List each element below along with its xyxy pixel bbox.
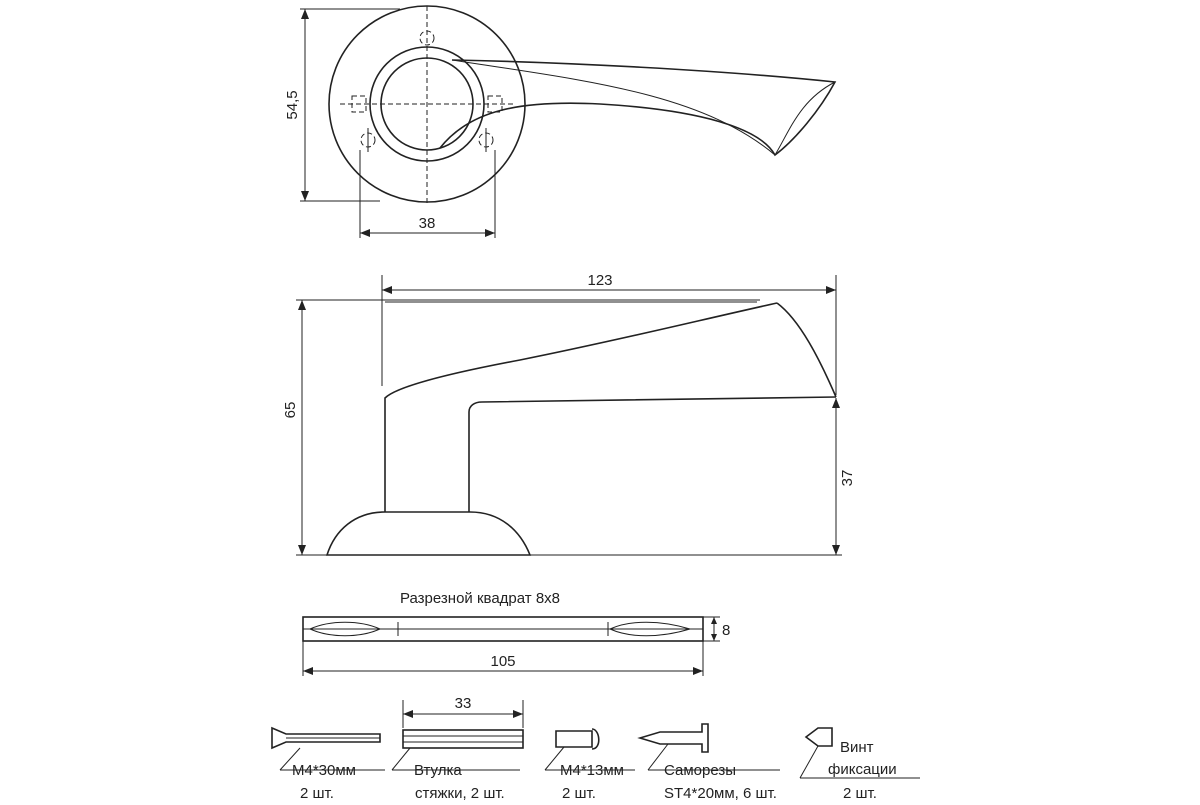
side-view: 123 65 37	[282, 272, 856, 556]
side-rosette	[325, 511, 532, 556]
spindle-spring-left	[308, 621, 382, 637]
parts-section: M4*30мм 2 шт. 33 Втулка стяжки, 2 шт. M4…	[271, 695, 920, 802]
part-screw-m4x13: M4*13мм 2 шт.	[544, 728, 635, 802]
part-label-2: Втулка	[414, 762, 462, 779]
dim-spindle-length-label: 105	[490, 653, 515, 670]
dim-side-axis: 37	[530, 398, 856, 556]
part-label-3: M4*13мм	[560, 762, 624, 779]
dim-top-height-label: 54,5	[284, 90, 301, 119]
dim-side-axis-label: 37	[839, 470, 856, 487]
part-qty-5: 2 шт.	[843, 785, 877, 800]
dim-side-height-label: 65	[282, 402, 299, 419]
part-set-screw: Винт фиксации 2 шт.	[799, 727, 920, 802]
top-view: 54,5 38	[284, 5, 837, 238]
part-label-1: M4*30мм	[292, 762, 356, 779]
part-screw-m4x30: M4*30мм 2 шт.	[271, 726, 385, 802]
dim-spindle-size: 8	[703, 616, 730, 642]
dim-spindle-length: 105	[302, 641, 704, 676]
screw-holes	[351, 30, 503, 152]
dim-top-width: 38	[359, 150, 496, 238]
part-qty-1: 2 шт.	[300, 785, 334, 800]
part-label-4: Саморезы	[664, 762, 736, 779]
part-self-tapping-screw: Саморезы ST4*20мм, 6 шт.	[637, 723, 780, 802]
side-lever-bottom	[468, 396, 837, 512]
lever-edge	[451, 59, 776, 156]
part-sleeve: 33 Втулка стяжки, 2 шт.	[391, 695, 524, 802]
dim-side-length-label: 123	[587, 272, 612, 289]
part-qty-2: стяжки, 2 шт.	[415, 785, 505, 800]
side-neck	[384, 302, 778, 512]
part-qty-4: ST4*20мм, 6 шт.	[664, 785, 777, 800]
part-qty-3: 2 шт.	[562, 785, 596, 800]
spindle-spring-right	[608, 621, 692, 637]
part-label-5b: фиксации	[828, 761, 897, 778]
dim-top-width-label: 38	[419, 215, 436, 232]
spindle-section: Разрезной квадрат 8х8 8 105	[302, 590, 730, 676]
spindle-title: Разрезной квадрат 8х8	[400, 590, 560, 607]
dim-spindle-size-label: 8	[722, 622, 730, 639]
dim-sleeve-label: 33	[455, 695, 472, 712]
dim-side-length: 123	[381, 272, 837, 395]
lever-tip-curve	[774, 81, 836, 156]
dim-top-height: 54,5	[284, 8, 400, 202]
lever-top	[439, 59, 837, 157]
side-lever-tip	[776, 302, 837, 398]
part-label-5: Винт	[840, 739, 874, 756]
dim-side-height: 65	[282, 299, 760, 556]
